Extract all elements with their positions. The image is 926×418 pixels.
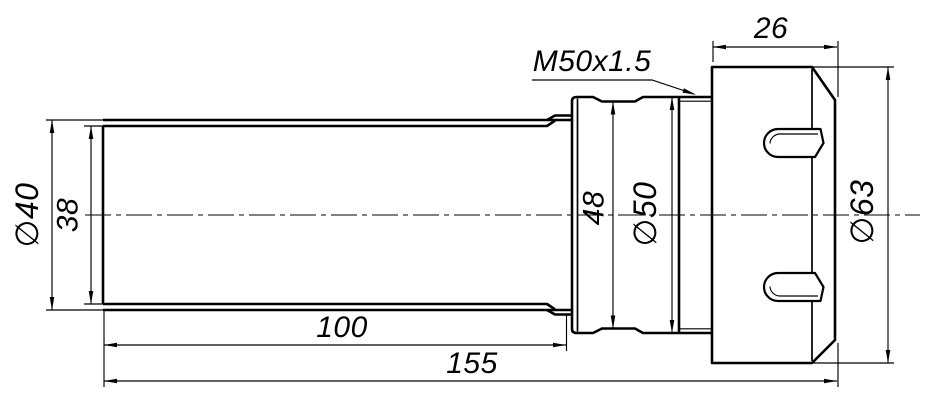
arrowhead [682,88,696,95]
dim-label-barb-outer-diameter: ∅40 [9,183,45,248]
ring-top [546,114,572,122]
dimension-barb-inner-diameter: 38 [52,126,94,304]
bayonet-slot-top [762,127,825,159]
slot-contour [762,271,825,303]
dimension-barb-outer-diameter: ∅40 [9,120,55,310]
dimension-barb-length: 100 [103,309,568,387]
thread-callout: M50x1.5 [532,45,696,95]
bayonet-slot-bottom [762,271,825,303]
dim-label-collar-diameter: ∅50 [627,182,663,247]
dim-label-total-length: 155 [446,347,498,380]
arrowhead [610,315,616,329]
dim-label-nut-diameter: ∅63 [844,180,880,245]
dimension-groove-diameter: 48 [578,101,616,329]
thread-spec-label: M50x1.5 [533,45,652,78]
arrowhead [824,44,837,50]
dimension-total-length: 155 [104,343,839,387]
collar-top-edge [570,95,712,103]
slot-depth-line [769,286,818,297]
leader-line [532,79,695,95]
arrowhead [553,342,566,348]
dim-label-nut-width: 26 [753,12,788,45]
arrowhead [885,350,891,363]
arrowhead [669,97,675,110]
barb-root-top [103,119,556,128]
arrowhead [104,342,117,348]
collar-bottom-edge [570,327,712,335]
ring-bottom [546,308,572,316]
arrowhead [49,120,55,133]
dimension-nut-width: 26 [712,12,839,97]
dim-label-barb-inner-diameter: 38 [52,198,85,232]
arrowhead [669,320,675,333]
barb-root-bottom [103,302,556,311]
slot-contour [762,127,825,159]
arrowhead [88,126,94,139]
arrowhead [713,44,726,50]
dim-label-barb-length: 100 [316,311,368,344]
slot-depth-line [769,133,818,144]
dimension-collar-diameter: ∅50 [627,97,675,333]
dim-label-groove-diameter: 48 [578,191,611,225]
arrowhead [49,297,55,310]
arrowhead [104,378,117,384]
arrowhead [610,101,616,115]
arrowhead [88,291,94,304]
arrowhead [824,378,837,384]
dimension-nut-diameter: ∅63 [812,66,894,364]
arrowhead [885,67,891,80]
